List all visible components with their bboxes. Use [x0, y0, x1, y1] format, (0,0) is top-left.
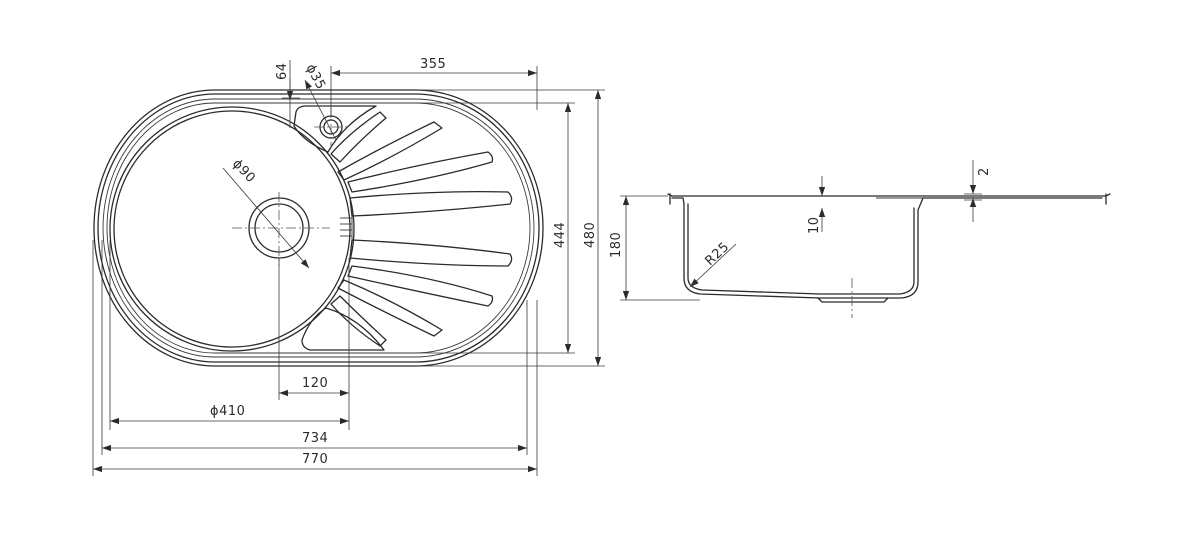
groove-8 [330, 295, 387, 347]
dim-line-d35 [304, 79, 337, 141]
label-r25: R25 [702, 239, 732, 268]
overflow-slot [301, 307, 385, 351]
groove-4 [349, 190, 513, 217]
label-480: 480 [583, 222, 598, 248]
label-734: 734 [302, 431, 328, 446]
bowl-inner-circle [113, 110, 351, 348]
label-180: 180 [609, 232, 624, 258]
drain-outlet [817, 297, 889, 303]
groove-7 [337, 279, 443, 337]
groove-1 [330, 111, 387, 163]
bowl-outer-circle [109, 106, 355, 352]
label-120: 120 [302, 376, 328, 391]
groove-5 [349, 239, 513, 267]
label-444: 444 [553, 222, 568, 248]
label-770: 770 [302, 452, 328, 467]
tap-hole-plate [293, 105, 377, 153]
dim-line-d90 [222, 167, 310, 269]
label-64: 64 [275, 62, 290, 80]
bowl-profile-inner [687, 203, 915, 295]
label-10: 10 [807, 216, 822, 234]
label-2: 2 [977, 167, 992, 176]
label-355: 355 [420, 57, 446, 72]
groove-2 [337, 121, 443, 181]
label-d35: ϕ35 [302, 62, 328, 93]
side-view: 180 10 2 R25 [609, 160, 1111, 318]
top-view: 64 ϕ35 355 ϕ90 444 480 120 ϕ410 734 770 [92, 57, 605, 476]
groove-6 [347, 265, 494, 307]
rim-outline-3 [102, 98, 535, 358]
groove-3 [347, 151, 494, 193]
dim-line-r25 [689, 243, 737, 288]
label-d90: ϕ90 [229, 156, 258, 186]
flange-top [667, 193, 1111, 197]
drainer-grooves [301, 111, 513, 351]
rim-outline-2 [97, 93, 540, 363]
label-d410: ϕ410 [210, 404, 245, 419]
bowl-profile-outer [682, 197, 924, 299]
